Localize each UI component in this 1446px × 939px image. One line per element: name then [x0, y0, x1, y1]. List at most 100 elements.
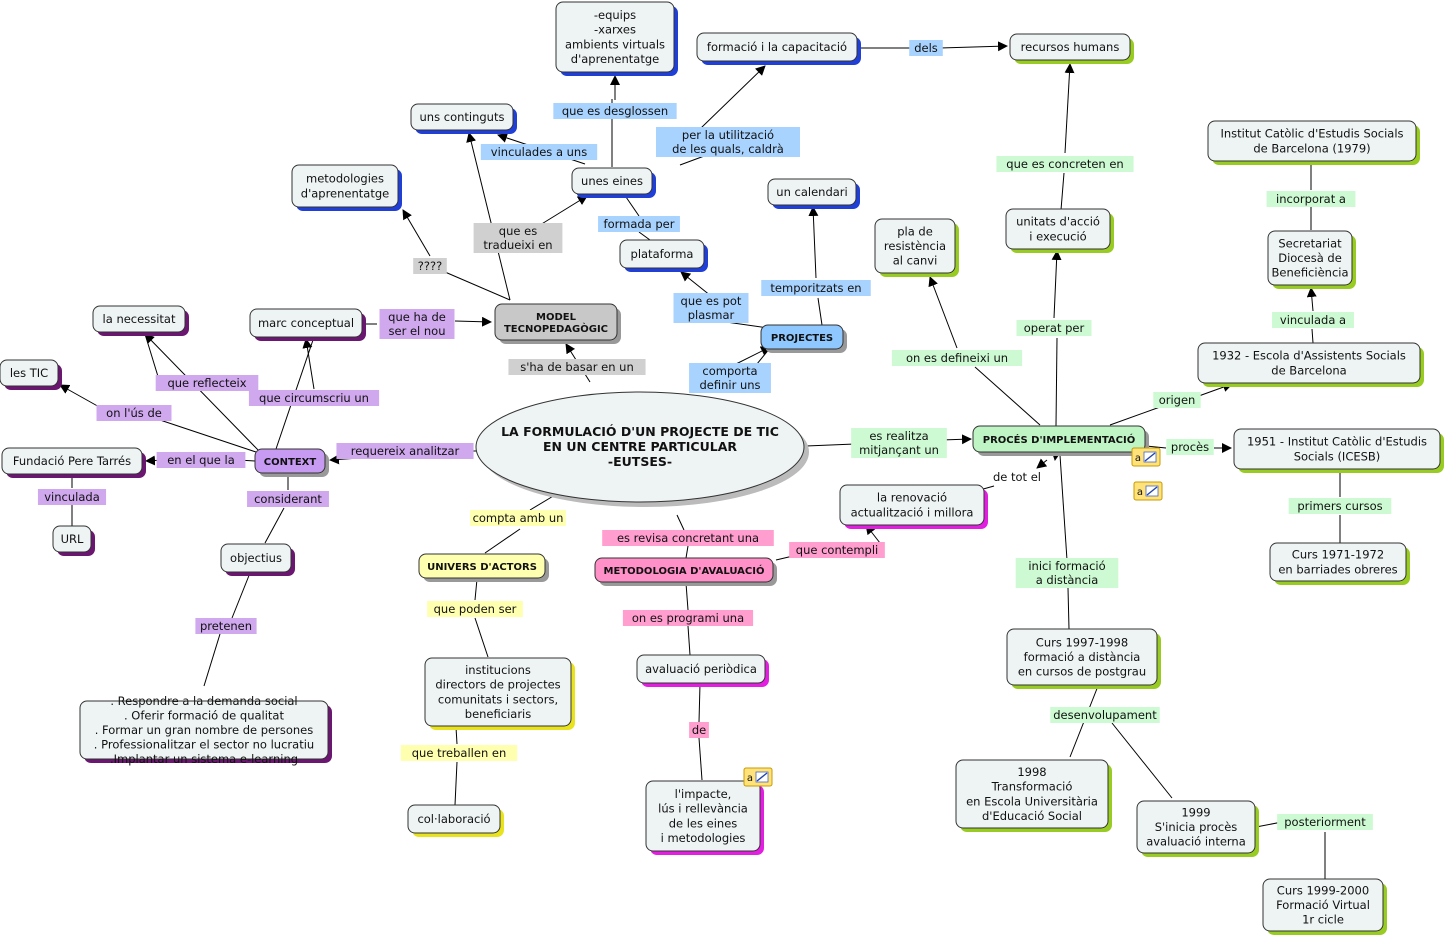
- link-label-desglossen: que es desglossen: [553, 103, 677, 119]
- label-background: [602, 530, 774, 546]
- concept-icesb[interactable]: 1951 - Institut Catòlic d'EstudisSocials…: [1233, 428, 1444, 473]
- node-text: en cursos de postgrau: [1018, 665, 1146, 679]
- label-background: [400, 745, 518, 761]
- label-background: [1166, 439, 1214, 455]
- node-text: i metodologies: [661, 831, 746, 845]
- concept-fundacio[interactable]: Fundació Pere Tarrés: [1, 447, 146, 478]
- hub-text: MODEL: [536, 312, 577, 323]
- node-text: la renovació: [877, 491, 947, 505]
- concept-plataforma[interactable]: plataforma: [619, 239, 708, 272]
- concept-formacio[interactable]: formació i la capacitació: [696, 32, 861, 65]
- hub-text: TECNOPEDAGÒGIC: [504, 322, 608, 335]
- concept-metodologia[interactable]: METODOLOGIA D'AVALUACIÓ: [594, 557, 777, 586]
- connector-line: [1111, 722, 1173, 799]
- label-background: [508, 359, 646, 375]
- concept-context[interactable]: CONTEXT: [254, 448, 329, 477]
- concept-marc[interactable]: marc conceptual: [249, 308, 366, 341]
- label-background: [1050, 707, 1160, 723]
- connector-line: [928, 276, 958, 349]
- connector-line: [1051, 250, 1062, 319]
- node-text: Socials (ICESB): [1294, 449, 1381, 463]
- node-shape: [1005, 208, 1111, 250]
- concept-respondre[interactable]: . Respondre a la demanda social. Oferir …: [79, 694, 332, 766]
- label-text: pretenen: [200, 619, 252, 633]
- node-text: de Barcelona (1979): [1253, 141, 1370, 155]
- node-text: directors de projectes: [435, 678, 560, 692]
- concept-continguts[interactable]: uns continguts: [410, 103, 517, 134]
- node-text: S'inicia procès: [1155, 820, 1238, 834]
- connector-line: [638, 231, 651, 241]
- connector-line: [1306, 287, 1317, 312]
- node-text: en barriades obreres: [1278, 562, 1397, 576]
- concept-univers[interactable]: UNIVERS D'ACTORS: [418, 553, 549, 582]
- node-shape: [696, 32, 858, 62]
- main-node-text: LA FORMULACIÓ D'UN PROJECTE DE TIC: [501, 424, 779, 439]
- link-label-reflecteix: que reflecteix: [155, 375, 259, 391]
- link-label-incorporat: incorporat a: [1266, 191, 1356, 207]
- concept-objectius[interactable]: objectius: [220, 543, 295, 576]
- note-icon-glyph: a: [1137, 487, 1143, 498]
- label-text: que es desglossen: [562, 104, 668, 118]
- node-text: 1998: [1017, 765, 1046, 779]
- node-shape: [1207, 120, 1417, 162]
- node-text: Curs 1971-1972: [1292, 548, 1384, 562]
- concept-proces[interactable]: PROCÉS D'IMPLEMENTACIÓ: [972, 425, 1149, 456]
- hub-text: PROJECTES: [771, 333, 833, 344]
- node-text: les TIC: [10, 366, 48, 380]
- node-text: institucions: [465, 663, 531, 677]
- node-text: 1932 - Escola d'Assistents Socials: [1212, 349, 1406, 363]
- note-icon-proces-2[interactable]: a: [1133, 481, 1163, 501]
- concept-recursos[interactable]: recursos humans: [1009, 33, 1134, 64]
- label-background: [427, 601, 523, 617]
- link-label-formada: formada per: [598, 216, 680, 232]
- connector-line: [939, 41, 1008, 52]
- label-text: vinculada: [44, 490, 100, 504]
- concept-url[interactable]: URL: [52, 525, 95, 556]
- label-text: ser el nou: [389, 324, 446, 338]
- node-text: 1951 - Institut Catòlic d'Estudis: [1247, 435, 1427, 449]
- note-icon-impacte[interactable]: a: [743, 767, 773, 787]
- connector-line: [144, 333, 161, 384]
- label-background: [470, 510, 566, 526]
- connector-line: [625, 196, 640, 217]
- node-text: resistència: [884, 239, 946, 253]
- node-text: avaluació periòdica: [645, 662, 757, 676]
- concept-collaboracio[interactable]: col·laboració: [407, 804, 504, 837]
- link-label-contempli: que contempli: [789, 542, 885, 558]
- label-text: que es concreten en: [1006, 157, 1123, 171]
- connector-line: [484, 528, 521, 554]
- concept-tic[interactable]: les TIC: [0, 359, 62, 390]
- concept-necessitat[interactable]: la necessitat: [92, 305, 189, 336]
- concept-calendari[interactable]: un calendari: [767, 178, 860, 209]
- node-text: Institut Catòlic d'Estudis Socials: [1220, 127, 1403, 141]
- hub-text: UNIVERS D'ACTORS: [427, 562, 537, 573]
- node-shape: [619, 239, 705, 269]
- concept-projectes[interactable]: PROJECTES: [760, 324, 847, 353]
- link-label-requereix: requereix analitzar: [336, 443, 474, 459]
- connector-line: [698, 683, 701, 723]
- connector-line: [144, 333, 261, 453]
- note-icon-proces-1[interactable]: a: [1131, 447, 1161, 467]
- concept-eines[interactable]: unes eines: [571, 167, 656, 198]
- node-text: . Professionalitzar el sector no lucrati…: [94, 738, 314, 752]
- node-text: Fundació Pere Tarrés: [13, 454, 131, 468]
- concept-avaluacio[interactable]: avaluació periòdica: [636, 654, 769, 687]
